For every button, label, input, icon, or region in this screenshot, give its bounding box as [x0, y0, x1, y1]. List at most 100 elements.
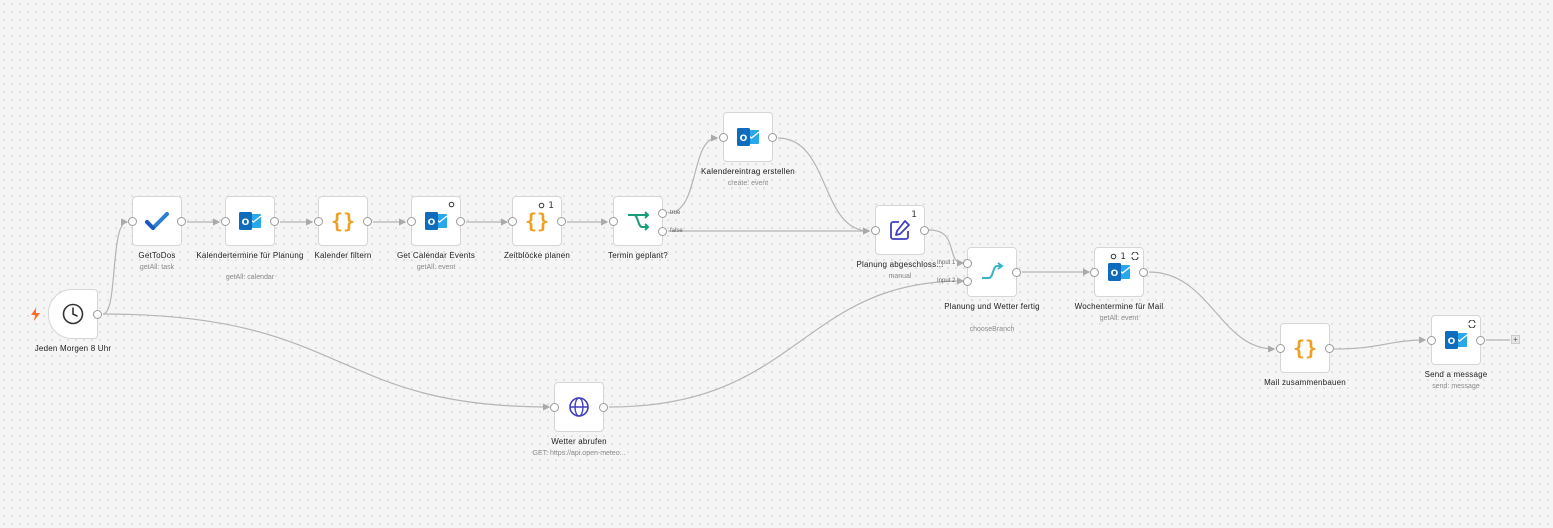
input-label-2: Input 2 [937, 278, 956, 284]
node-subtitle: getAll: event [1099, 315, 1139, 322]
input-port[interactable] [1276, 344, 1285, 353]
output-port[interactable] [270, 217, 279, 226]
node-label: Wochentermine für Mail [1074, 302, 1164, 311]
output-port[interactable] [1325, 344, 1334, 353]
edge-wochen-mail [1148, 271, 1276, 353]
refresh-icon [1131, 252, 1139, 260]
outlook-icon: O [737, 128, 760, 146]
node-planungwetter[interactable] [963, 247, 1021, 297]
input-port[interactable] [314, 217, 323, 226]
node-gettodos[interactable] [128, 196, 186, 246]
node-trigger[interactable] [48, 289, 102, 339]
outlook-icon: O [1108, 263, 1131, 281]
output-port[interactable] [456, 217, 465, 226]
node-planungabgeschlossen[interactable]: 1 [871, 205, 929, 255]
input-port[interactable] [128, 217, 137, 226]
node-label: Send a message [1424, 370, 1488, 379]
output-port[interactable] [768, 133, 777, 142]
node-label: Zeitblöcke planen [503, 251, 571, 260]
node-subtitle: GET: https://api.open-meteo... [532, 450, 626, 457]
node-subtitle: getAll: task [139, 264, 175, 271]
node-subtitle: chooseBranch [969, 326, 1015, 333]
node-mailzusammen[interactable]: {} [1276, 323, 1334, 373]
node-sendmessage[interactable]: O [1427, 315, 1485, 365]
svg-text:O: O [740, 134, 748, 144]
svg-text:O: O [242, 218, 250, 228]
node-label: GetToDos [138, 251, 176, 260]
node-label: Jeden Morgen 8 Uhr [34, 344, 112, 353]
node-subtitle: getAll: calendar [225, 274, 275, 281]
clock-icon [62, 303, 84, 325]
output-port[interactable] [599, 403, 608, 412]
edge-trigger-gettodos [102, 218, 129, 315]
settings-icon [538, 202, 545, 209]
settings-icon [448, 201, 455, 208]
branch-icon [628, 211, 650, 231]
edge-trigger-wetter [102, 313, 551, 411]
edit-icon [890, 220, 910, 240]
trigger-bolt-icon [31, 308, 40, 321]
edge-kalendereintrag-planung [777, 137, 871, 235]
node-label: Planung und Wetter fertig [944, 302, 1040, 311]
edge-mail-send [1333, 336, 1427, 350]
node-kalendertermine[interactable]: O [221, 196, 279, 246]
svg-text:O: O [1448, 337, 1456, 347]
output-port[interactable] [363, 217, 372, 226]
input-label-1: Input 1 [937, 260, 956, 266]
node-label: Kalendereintrag erstellen [701, 167, 795, 176]
node-zeitbloecke[interactable]: {} 1 [508, 196, 566, 246]
node-wetter[interactable] [550, 382, 608, 432]
node-label: Planung abgeschloss... [856, 260, 944, 269]
input-port[interactable] [550, 403, 559, 412]
add-node-button[interactable]: + [1511, 335, 1520, 344]
output-port[interactable] [1012, 268, 1021, 277]
run-count-badge: 1 [911, 210, 919, 220]
output-port[interactable] [1139, 268, 1148, 277]
refresh-icon [1468, 320, 1476, 328]
output-label-false: false [670, 228, 683, 234]
output-port-false[interactable] [658, 227, 667, 236]
node-termingeplant[interactable] [609, 196, 667, 246]
input-port[interactable] [221, 217, 230, 226]
input-port[interactable] [508, 217, 517, 226]
input-port[interactable] [1090, 268, 1099, 277]
settings-icon [1110, 253, 1117, 260]
node-label: Kalender filtern [314, 251, 372, 260]
output-label-true: true [670, 210, 681, 216]
output-port[interactable] [1476, 336, 1485, 345]
node-label: Mail zusammenbauen [1264, 378, 1346, 387]
node-label: Termin geplant? [608, 251, 668, 260]
output-port[interactable] [93, 310, 102, 319]
braces-icon: {} [330, 209, 356, 233]
input-port[interactable] [1427, 336, 1436, 345]
node-label: Wetter abrufen [551, 437, 607, 446]
input-port-2[interactable] [963, 277, 972, 286]
output-port[interactable] [920, 226, 929, 235]
output-port[interactable] [177, 217, 186, 226]
node-kalendereintrag[interactable]: O [719, 112, 777, 162]
node-subtitle: create: event [727, 180, 769, 187]
node-kalenderfiltern[interactable]: {} [314, 196, 372, 246]
node-getcalendar[interactable]: O [407, 196, 465, 246]
node-subtitle: send: message [1432, 383, 1480, 390]
input-port[interactable] [609, 217, 618, 226]
input-port-1[interactable] [963, 259, 972, 268]
svg-text:O: O [1111, 269, 1119, 279]
braces-icon: {} [1292, 336, 1318, 360]
node-wochentermine[interactable]: O 1 [1090, 247, 1148, 297]
output-port[interactable] [557, 217, 566, 226]
globe-icon [569, 397, 589, 417]
input-port[interactable] [719, 133, 728, 142]
braces-icon: {} [524, 209, 550, 233]
input-port[interactable] [871, 226, 880, 235]
edge-true-kalendereintrag [667, 134, 719, 214]
outlook-icon: O [239, 212, 262, 230]
outlook-icon: O [425, 212, 448, 230]
output-port-true[interactable] [658, 209, 667, 218]
input-port[interactable] [407, 217, 416, 226]
svg-text:O: O [428, 218, 436, 228]
node-subtitle: manual [888, 273, 912, 280]
edge-wetter-merge2 [608, 277, 965, 408]
